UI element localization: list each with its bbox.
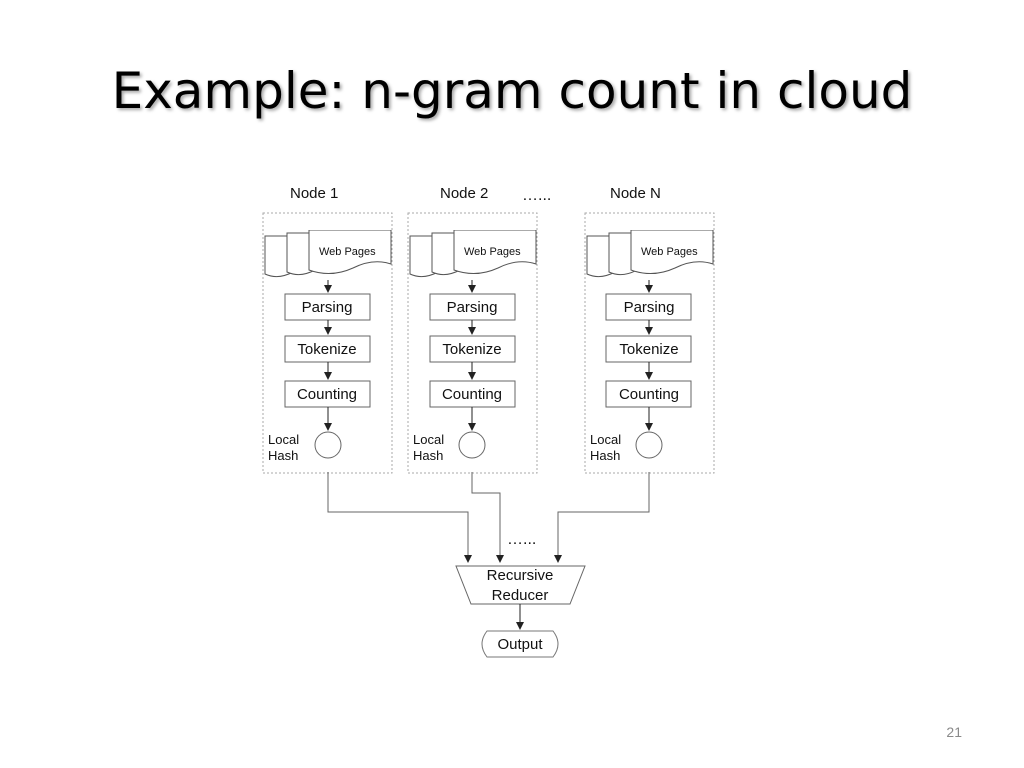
output-label: Output: [497, 636, 543, 653]
node-2-label: Node 2: [440, 185, 488, 202]
node-1-column: Web Pages Parsing Tokenize Counting Loca…: [262, 212, 393, 474]
reducer-label-line2: Reducer: [492, 587, 549, 604]
parsing-label: Parsing: [447, 299, 498, 316]
tokenize-step: [429, 335, 516, 363]
parsing-label: Parsing: [302, 299, 353, 316]
tokenize-label: Tokenize: [619, 341, 678, 358]
web-pages-label: Web Pages: [319, 246, 376, 258]
counting-step: [284, 380, 371, 408]
counting-step: [605, 380, 692, 408]
counting-label: Counting: [297, 386, 357, 403]
reduce-connectors: [327, 472, 650, 563]
output-terminal: [481, 630, 559, 658]
tokenize-label: Tokenize: [297, 341, 356, 358]
local-hash-label-line2: Hash: [413, 448, 443, 463]
local-hash-label-line2: Hash: [268, 448, 298, 463]
tokenize-label: Tokenize: [442, 341, 501, 358]
web-pages-label: Web Pages: [464, 246, 521, 258]
node-n-column: Web Pages Parsing Tokenize Counting Loca…: [584, 212, 715, 474]
slide-title: Example: n-gram count in cloud: [111, 62, 913, 120]
recursive-reducer-shape: [455, 565, 586, 605]
local-hash-label-line2: Hash: [590, 448, 620, 463]
local-hash-circle: [314, 431, 342, 459]
reducer-label-line1: Recursive: [487, 567, 554, 584]
local-hash-circle: [635, 431, 663, 459]
local-hash-label-line1: Local: [268, 432, 299, 447]
node-ellipsis: …...: [522, 187, 551, 204]
node-n-label: Node N: [610, 185, 661, 202]
page-number: 21: [946, 724, 962, 740]
tokenize-step: [284, 335, 371, 363]
parsing-step: [284, 293, 371, 321]
counting-label: Counting: [619, 386, 679, 403]
web-pages-label: Web Pages: [641, 246, 698, 258]
parsing-label: Parsing: [624, 299, 675, 316]
node-1-label: Node 1: [290, 185, 338, 202]
counting-label: Counting: [442, 386, 502, 403]
parsing-step: [429, 293, 516, 321]
local-hash-label-line1: Local: [413, 432, 444, 447]
reduce-ellipsis: …...: [507, 531, 536, 548]
local-hash-label-line1: Local: [590, 432, 621, 447]
local-hash-circle: [458, 431, 486, 459]
node-2-column: Web Pages Parsing Tokenize Counting Loca…: [407, 212, 538, 474]
